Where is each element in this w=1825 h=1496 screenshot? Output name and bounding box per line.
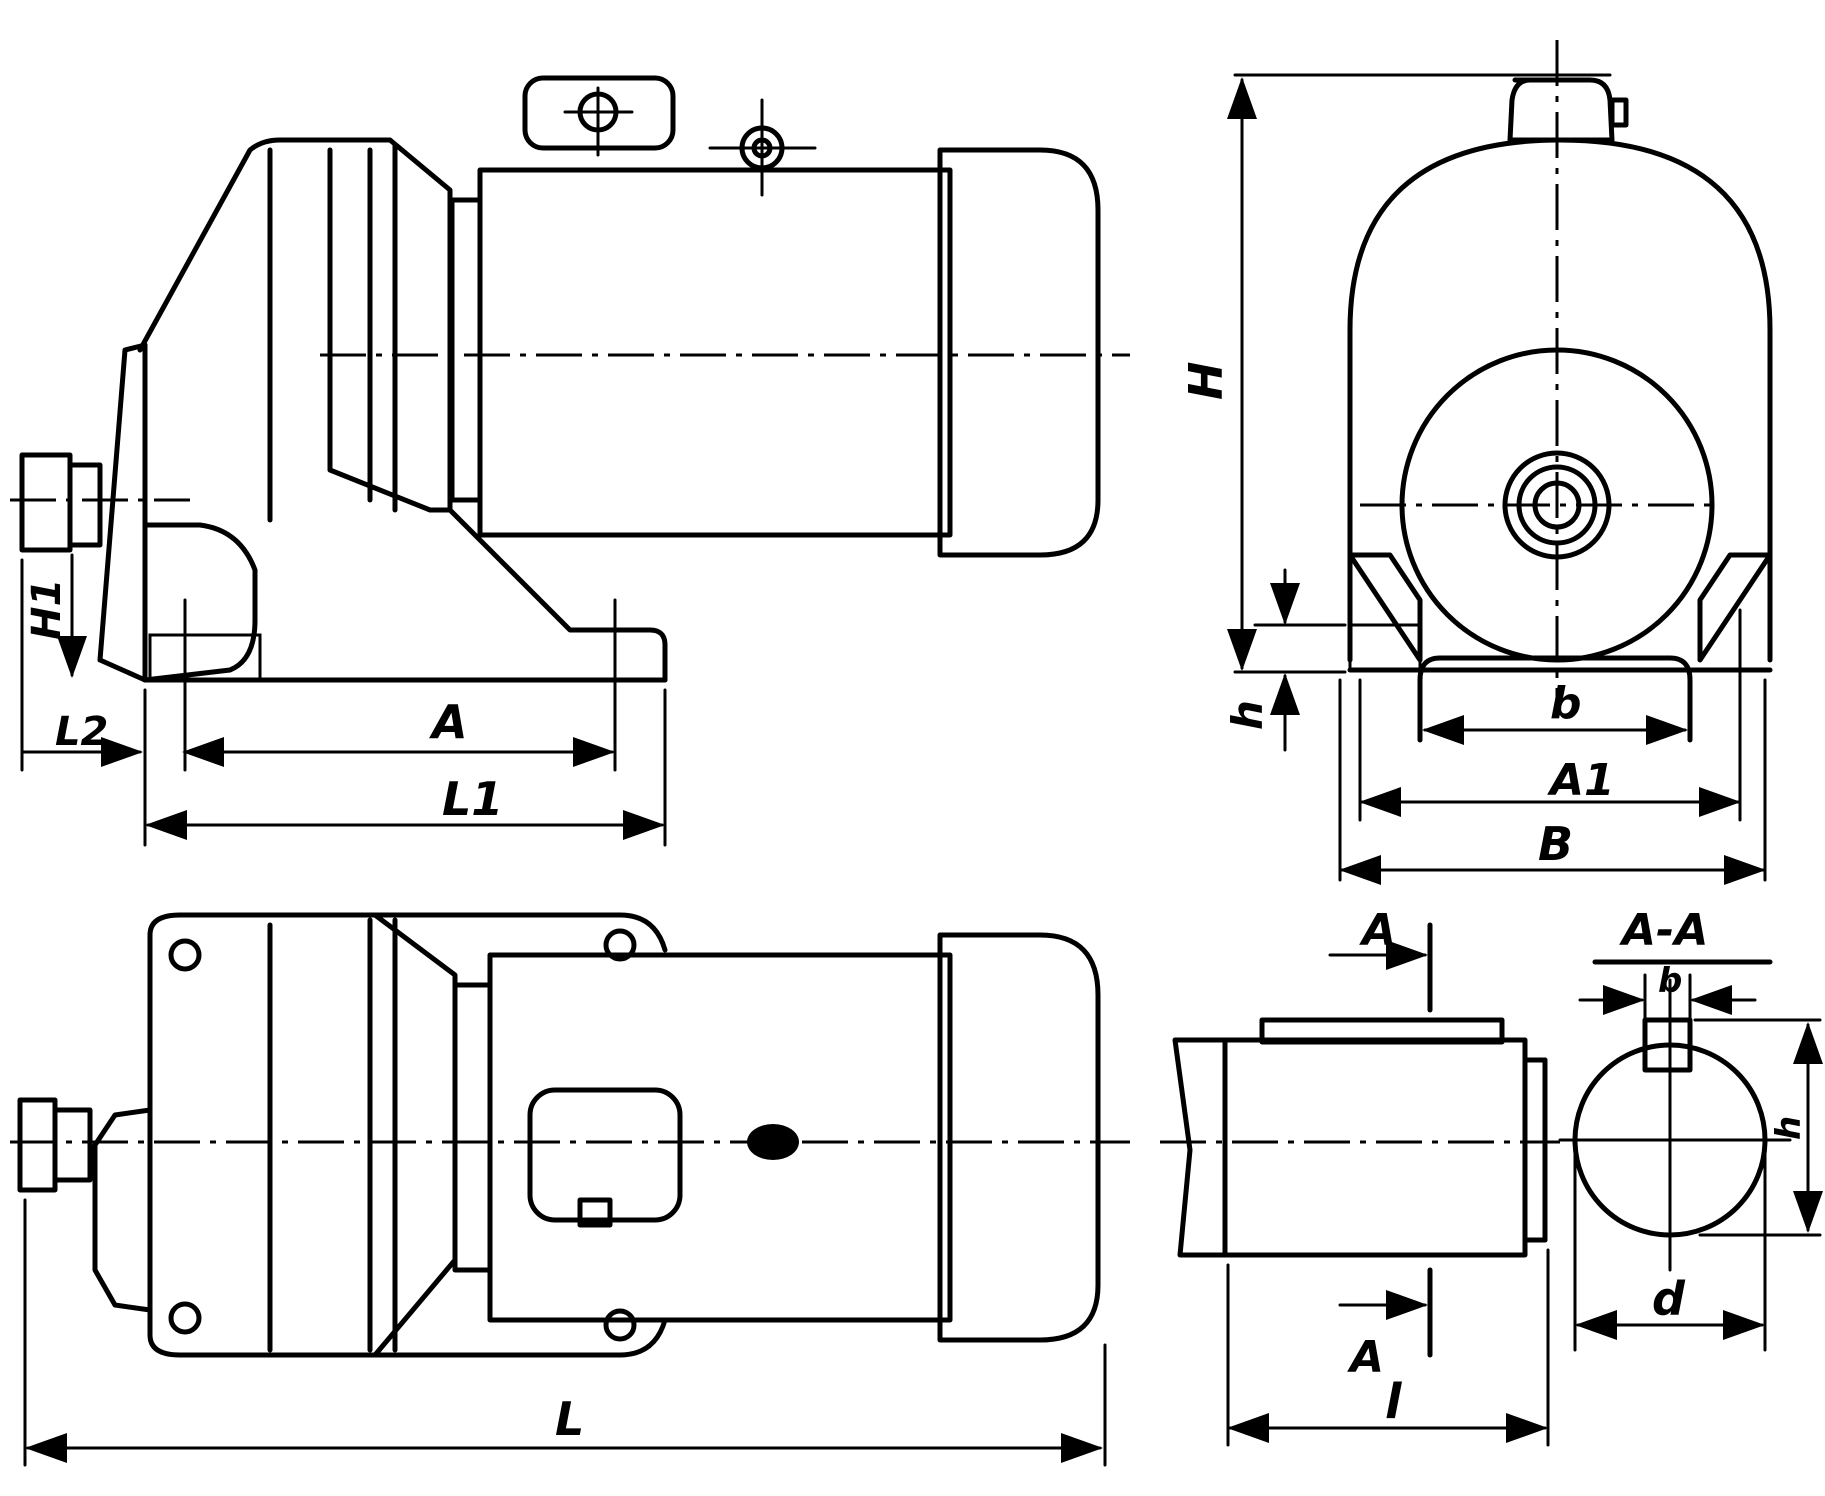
front-view: b A1 B H h	[1179, 40, 1773, 885]
label-a1: A1	[1547, 755, 1615, 806]
section-a-a: A-A b h d	[1558, 905, 1823, 1352]
output-flange	[97, 342, 148, 683]
front-motor-outline	[1347, 137, 1773, 663]
shaft-detail: A A l	[1160, 905, 1560, 1447]
label-l-shaft: l	[1385, 1374, 1402, 1430]
front-foot-right	[1697, 552, 1773, 663]
label-section: A-A	[1619, 905, 1708, 956]
label-cut-bottom: A	[1347, 1332, 1384, 1383]
label-cut-top: A	[1359, 905, 1396, 956]
top-terminal-box	[527, 1087, 683, 1223]
output-shaft-stub	[19, 452, 73, 553]
front-terminal-box	[1507, 77, 1615, 143]
top-shaft-stub	[17, 1097, 58, 1193]
housing-foot-rear	[447, 507, 668, 683]
top-gear-housing	[147, 912, 458, 1358]
motor-body	[477, 167, 953, 538]
label-l: L	[555, 1392, 584, 1446]
top-view: L	[10, 912, 1130, 1467]
label-l1: L1	[442, 772, 503, 826]
label-b-small: b	[1550, 678, 1582, 729]
label-b: B	[1538, 817, 1573, 871]
shaft-end	[1222, 1037, 1528, 1258]
label-a: A	[429, 695, 468, 749]
top-fan-cover	[937, 932, 1101, 1343]
housing-foot-front	[142, 522, 258, 683]
label-h-total: H	[1179, 362, 1233, 401]
side-view: A L1 L2 H1	[10, 75, 1130, 847]
label-h1: H1	[24, 579, 70, 640]
gear-housing	[137, 137, 453, 513]
top-motor-body	[487, 952, 953, 1323]
motor-fan-cover	[937, 147, 1101, 558]
shaft-key	[1259, 1017, 1505, 1045]
foot-section-hatch	[148, 633, 262, 682]
label-h-axis: h	[1223, 700, 1272, 730]
label-l2: L2	[55, 709, 108, 755]
front-foot-left	[1347, 552, 1423, 663]
label-d: d	[1652, 1272, 1686, 1326]
section-keyway	[1642, 1017, 1693, 1073]
label-key-height: h	[1769, 1116, 1809, 1140]
top-flange	[92, 1107, 153, 1313]
shaft-break	[1172, 1037, 1228, 1258]
label-key-width: b	[1658, 961, 1682, 1001]
